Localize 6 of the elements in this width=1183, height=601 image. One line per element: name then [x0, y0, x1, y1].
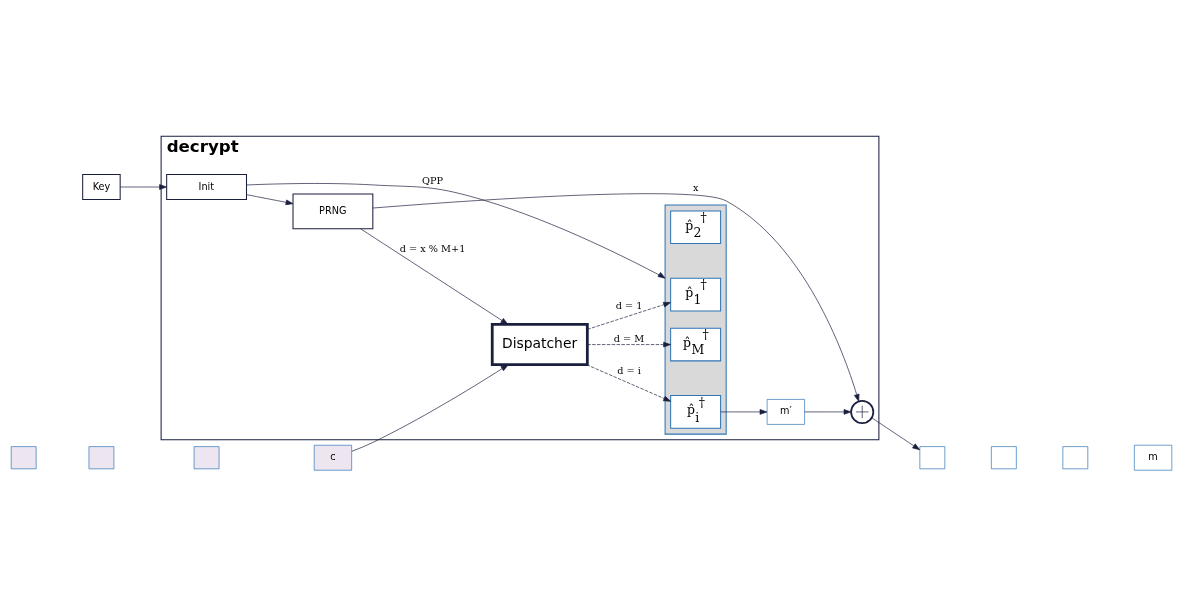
edge-label: d = 1 — [615, 299, 643, 311]
edge-label: QPP — [422, 174, 444, 186]
edge-label: d = M — [613, 332, 645, 344]
edge-label: x — [692, 182, 699, 194]
edge-label: d = i — [617, 364, 641, 376]
edge-label: d = x % M+1 — [399, 243, 466, 255]
